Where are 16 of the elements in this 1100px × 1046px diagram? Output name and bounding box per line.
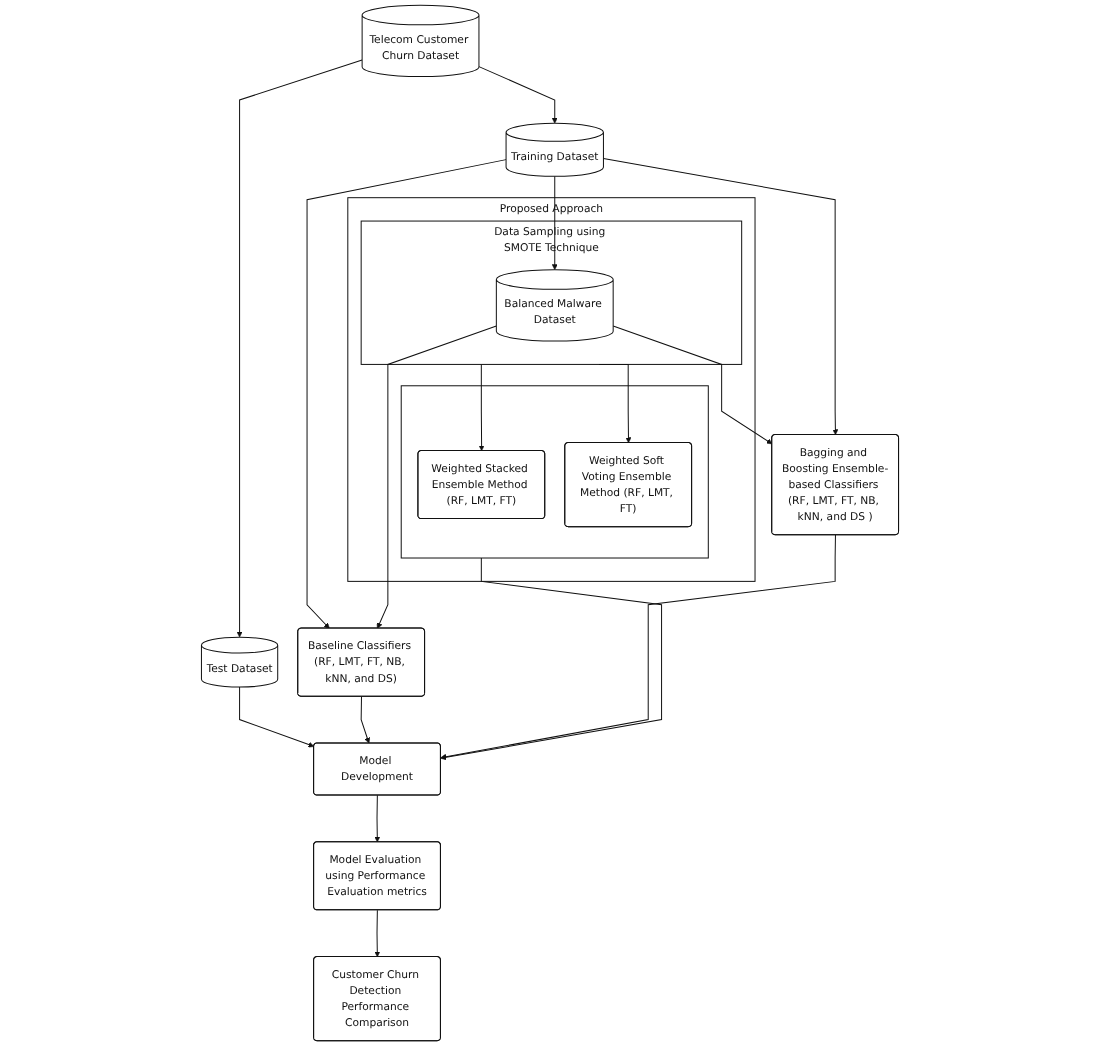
cluster	[400, 385, 709, 559]
arrow	[374, 909, 381, 958]
arrow	[551, 175, 558, 271]
arrow	[478, 66, 558, 124]
arrow	[598, 363, 632, 444]
arrow	[602, 158, 839, 436]
arrow	[374, 794, 381, 843]
arrow	[376, 325, 497, 629]
arrow	[440, 534, 836, 760]
arrow	[306, 159, 507, 629]
arrow	[236, 59, 363, 638]
arrow	[239, 686, 315, 748]
arrow	[440, 557, 663, 761]
arrow	[360, 696, 371, 744]
arrow	[612, 325, 773, 445]
arrow	[478, 363, 485, 452]
